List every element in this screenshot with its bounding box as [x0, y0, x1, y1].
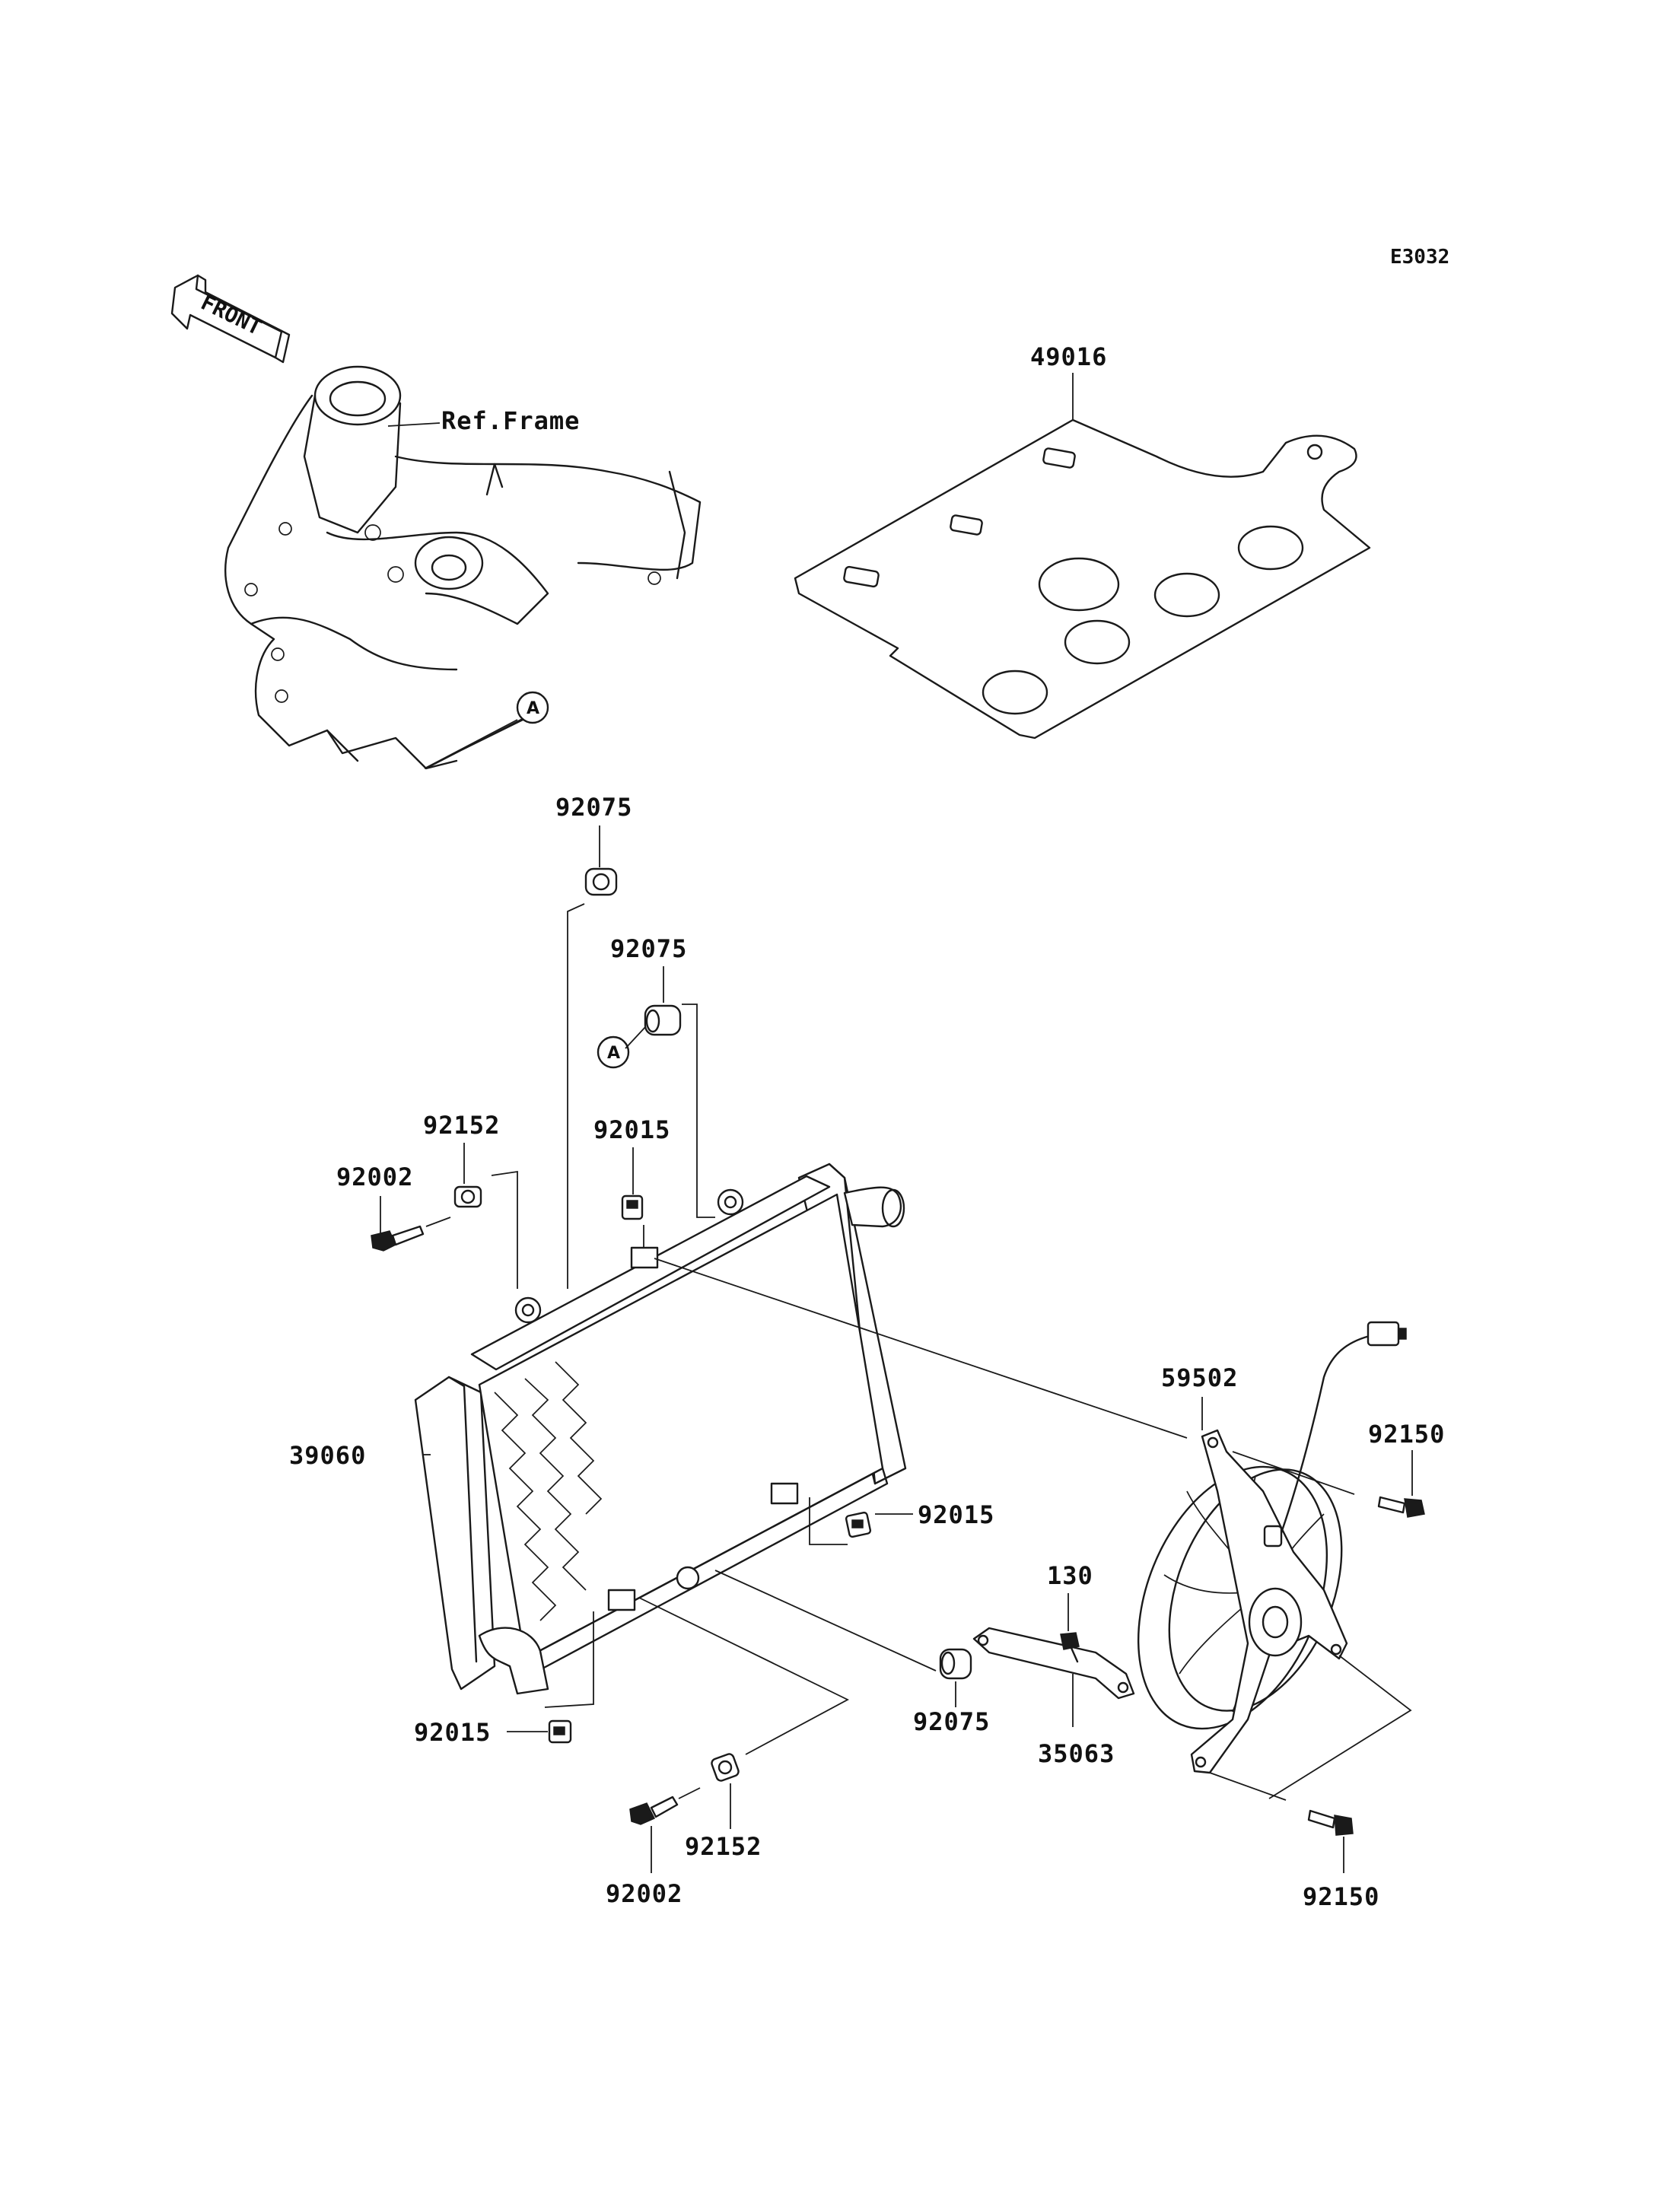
part-label-39060: 39060: [289, 1441, 366, 1470]
part-label-92015-right: 92015: [918, 1500, 994, 1529]
fan-bolt-top: [1377, 1496, 1425, 1518]
part-label-92152-bottom: 92152: [685, 1832, 762, 1861]
diagram-code: E3032: [1390, 246, 1449, 269]
svg-text:A: A: [527, 699, 539, 718]
ref-frame-label: Ref.Frame: [441, 406, 580, 435]
clip-bottom: [548, 1719, 572, 1744]
frame-illustration: [224, 365, 702, 770]
grommet-mid: [644, 1004, 682, 1036]
bolt-bottom: [629, 1796, 679, 1825]
part-label-92002-left: 92002: [336, 1163, 413, 1191]
radiator-guard-plate: [794, 418, 1371, 740]
small-bolt: [1060, 1632, 1080, 1663]
part-label-92015-top: 92015: [593, 1115, 670, 1144]
reference-marker-a-mid: A: [597, 1035, 630, 1069]
fan-bracket: [972, 1627, 1135, 1700]
part-label-35063: 35063: [1038, 1739, 1115, 1768]
bolt-left: [371, 1225, 425, 1252]
part-label-92015-bottom: 92015: [414, 1718, 491, 1747]
grommet-low: [939, 1648, 972, 1680]
part-label-92075-low: 92075: [913, 1707, 990, 1736]
part-label-92075-mid: 92075: [610, 934, 687, 963]
front-arrow-icon: FRONT: [170, 274, 291, 364]
part-label-92150-top: 92150: [1368, 1420, 1445, 1449]
part-label-49016: 49016: [1030, 342, 1107, 371]
part-label-92002-bottom: 92002: [606, 1879, 682, 1908]
part-label-92152-left: 92152: [423, 1111, 500, 1140]
collar-left: [453, 1185, 482, 1208]
clip-right: [845, 1511, 872, 1538]
reference-marker-a-top: A: [516, 691, 549, 724]
clip-top: [621, 1194, 644, 1220]
part-label-92150-bottom: 92150: [1303, 1882, 1379, 1911]
grommet-top: [584, 867, 618, 896]
fan-bolt-bottom: [1307, 1809, 1354, 1836]
collar-bottom: [711, 1753, 740, 1782]
part-label-59502: 59502: [1161, 1363, 1238, 1392]
part-label-92075-top: 92075: [555, 793, 632, 822]
radiator: [414, 1163, 907, 1695]
cooling-fan: [1137, 1321, 1407, 1774]
svg-text:A: A: [607, 1044, 620, 1063]
part-label-130: 130: [1047, 1561, 1093, 1590]
